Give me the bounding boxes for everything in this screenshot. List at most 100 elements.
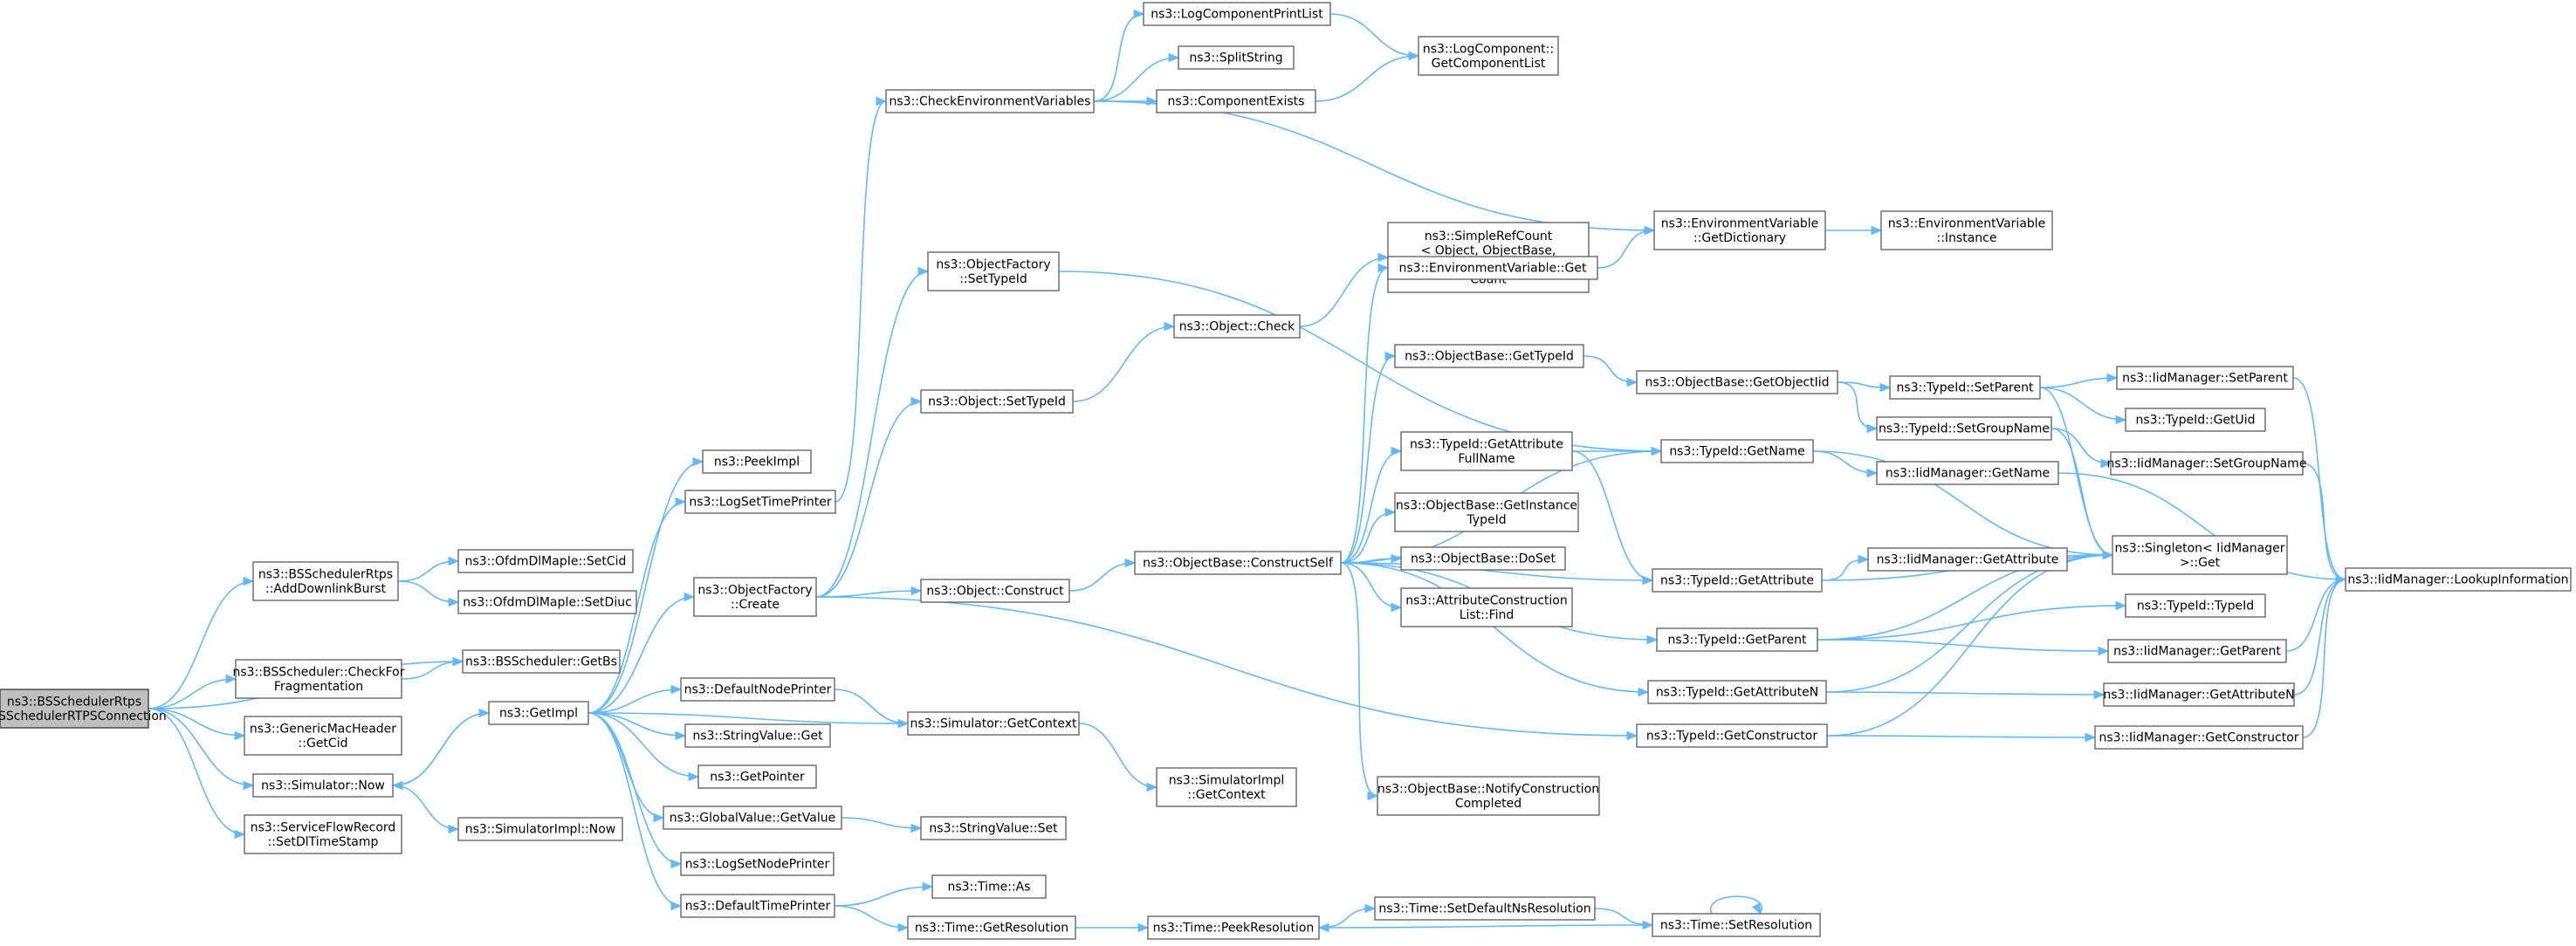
node-defaultNodePrinter[interactable]: ns3::DefaultNodePrinter [680,677,835,702]
node-timeGetResolution[interactable]: ns3::Time::GetResolution [907,915,1076,940]
node-ofdmSetCid[interactable]: ns3::OfdmDlMapIe::SetCid [457,549,634,573]
node-defaultTimePrinter[interactable]: ns3::DefaultTimePrinter [680,894,835,918]
node-objBaseGetObjectIid[interactable]: ns3::ObjectBase::GetObjectIid [1636,370,1838,394]
node-typeIdGetAttribute[interactable]: ns3::TypeId::GetAttribute [1652,568,1823,593]
arrow-objBaseConstructSelf-to-objBaseGetTypeId [1384,351,1397,361]
node-simNow[interactable]: ns3::Simulator::Now [252,773,394,798]
node-typeIdGetConstructor[interactable]: ns3::TypeId::GetConstructor [1636,723,1828,748]
node-typeIdSetGroupName[interactable]: ns3::TypeId::SetGroupName [1876,416,2052,441]
node-simGetContext[interactable]: ns3::Simulator::GetContext [907,711,1080,736]
node-box [927,251,1060,291]
node-objFactoryCreate[interactable]: ns3::ObjectFactory::Create [693,577,817,617]
node-globalValueGetValue[interactable]: ns3::GlobalValue::GetValue [663,805,842,830]
node-simImplGetContext[interactable]: ns3::SimulatorImpl::GetContext [1156,767,1297,807]
node-componentExists[interactable]: ns3::ComponentExists [1156,89,1316,113]
node-box [488,701,589,725]
node-objBaseDoSet[interactable]: ns3::ObjectBase::DoSet [1400,546,1566,571]
node-iidMgrSetGroupName[interactable]: ns3::IidManager::SetGroupName [2107,451,2307,476]
edge-root-to-setDlTimeStamp [148,708,245,835]
node-iidMgrGetAttributeN[interactable]: ns3::IidManager::GetAttributeN [2103,682,2295,707]
node-label: ns3::StringValue::Set [929,822,1058,836]
node-logSetTimePrinter[interactable]: ns3::LogSetTimePrinter [684,490,836,514]
node-timeSetResolution[interactable]: ns3::Time::SetResolution [1652,913,1821,937]
node-iidMgrLookupInfo[interactable]: ns3::IidManager::LookupInformation [2345,567,2572,592]
node-timeAs[interactable]: ns3::Time::As [931,874,1047,899]
node-objectSetTypeId[interactable]: ns3::Object::SetTypeId [920,389,1074,414]
node-label: ns3::ObjectBase::GetObjectIid [1645,376,1829,390]
arrow-objBaseConstructSelf-to-typeIdGetParent [1646,634,1659,645]
node-getPointer[interactable]: ns3::GetPointer [697,764,817,789]
node-iidMgrGetName[interactable]: ns3::IidManager::GetName [1876,461,2059,485]
node-envVarGet[interactable]: ns3::EnvironmentVariable::Get [1387,256,1598,280]
node-logCompGetList[interactable]: ns3::LogComponent::GetComponentList [1418,36,1559,76]
node-box [457,549,634,573]
node-typeIdGetAttributeN[interactable]: ns3::TypeId::GetAttributeN [1647,680,1827,704]
node-logCompPrintList[interactable]: ns3::LogComponentPrintList [1143,2,1331,26]
node-objectCheck[interactable]: ns3::Object::Check [1173,314,1301,339]
node-getImpl[interactable]: ns3::GetImpl [488,701,589,725]
node-timePeekResolution[interactable]: ns3::Time::PeekResolution [1147,915,1320,940]
node-simImplNow[interactable]: ns3::SimulatorImpl::Now [457,817,623,841]
node-objBaseGetTypeId[interactable]: ns3::ObjectBase::GetTypeId [1394,344,1584,368]
node-label: ns3::Object::Construct [926,585,1064,599]
node-typeIdTypeId[interactable]: ns3::TypeId::TypeId [2125,593,2266,618]
node-singletonGet[interactable]: ns3::Singleton< IidManager>::Get [2112,535,2288,575]
node-box [1418,36,1559,76]
node-label: ns3::GenericMacHeader [250,722,396,736]
node-stringValueSet[interactable]: ns3::StringValue::Set [920,816,1067,840]
edge-iidMgrSetGroupName-to-iidMgrLookupInfo [2302,463,2346,580]
node-label: ns3::IidManager::GetAttributeN [2103,689,2294,703]
edge-getImpl-to-getPointer [587,712,699,778]
node-label: ::GetCid [299,737,348,751]
node-splitString[interactable]: ns3::SplitString [1178,45,1295,70]
node-typeIdSetParent[interactable]: ns3::TypeId::SetParent [1889,375,2041,400]
node-label: ns3::GlobalValue::GetValue [670,812,835,826]
node-objectConstruct[interactable]: ns3::Object::Construct [920,579,1070,603]
node-stringValueGet[interactable]: ns3::StringValue::Get [684,723,831,748]
node-box [1394,492,1579,532]
node-box [702,449,812,474]
node-root[interactable]: ns3::BSSchedulerRtps::BSSchedulerRTPSCon… [0,689,167,729]
arrow-getImpl-to-objFactoryCreate [683,592,696,602]
arrow-objFactoryCreate-to-objFactorySetTypeId [917,266,930,277]
node-objBaseConstructSelf[interactable]: ns3::ObjectBase::ConstructSelf [1134,551,1342,575]
node-envVarGetDict[interactable]: ns3::EnvironmentVariable::GetDictionary [1653,210,1826,250]
node-timeSetDefaultNsRes[interactable]: ns3::Time::SetDefaultNsResolution [1374,896,1596,921]
node-typeIdGetName[interactable]: ns3::TypeId::GetName [1660,439,1814,463]
arrow-typeIdGetName-to-iidMgrGetName [1866,468,1879,478]
node-typeIdGetParent[interactable]: ns3::TypeId::GetParent [1656,627,1818,652]
edge-envVarGet-to-envVarGetDict [1597,230,1655,269]
node-iidMgrGetParent[interactable]: ns3::IidManager::GetParent [2107,639,2287,663]
node-iidMgrGetConstructor[interactable]: ns3::IidManager::GetConstructor [2094,725,2304,750]
node-label: ::AddDownlinkBurst [265,582,386,596]
edge-iidMgrGetAttributeN-to-iidMgrLookupInfo [2293,579,2346,696]
edge-objBaseConstructSelf-to-objBaseGetTypeId [1340,355,1396,564]
node-iidMgrGetAttribute[interactable]: ns3::IidManager::GetAttribute [1867,547,2068,572]
node-addDownlinkBurst[interactable]: ns3::BSSchedulerRtps::AddDownlinkBurst [252,561,399,601]
node-label: ::GetContext [1187,788,1266,802]
node-logSetNodePrinter[interactable]: ns3::LogSetNodePrinter [680,852,835,876]
node-iidMgrSetParent[interactable]: ns3::IidManager::SetParent [2116,366,2294,390]
arrow-objFactoryCreate-to-objectSetTypeId [910,396,923,407]
node-box [680,894,835,918]
node-box [2125,408,2266,432]
node-box [1880,210,2053,250]
node-label: ::BSSchedulerRTPSConnection [0,710,167,723]
node-box [252,773,394,798]
node-peekImpl[interactable]: ns3::PeekImpl [702,449,812,474]
node-objBaseNotifyConstr[interactable]: ns3::ObjectBase::NotifyConstructionCompl… [1377,776,1600,816]
node-ofdmSetDiuc[interactable]: ns3::OfdmDlMapIe::SetDiuc [457,590,637,614]
node-box [235,659,402,699]
node-setDlTimeStamp[interactable]: ns3::ServiceFlowRecord::SetDlTimeStamp [244,814,402,854]
node-objFactorySetTypeId[interactable]: ns3::ObjectFactory::SetTypeId [927,251,1060,291]
node-envVarInstance[interactable]: ns3::EnvironmentVariable::Instance [1880,210,2053,250]
node-bsGetBs[interactable]: ns3::BSScheduler::GetBs [462,649,621,674]
node-checkEnvVars[interactable]: ns3::CheckEnvironmentVariables [885,89,1095,113]
node-typeIdGetUid[interactable]: ns3::TypeId::GetUid [2125,408,2266,432]
node-getCid[interactable]: ns3::GenericMacHeader::GetCid [244,716,402,756]
